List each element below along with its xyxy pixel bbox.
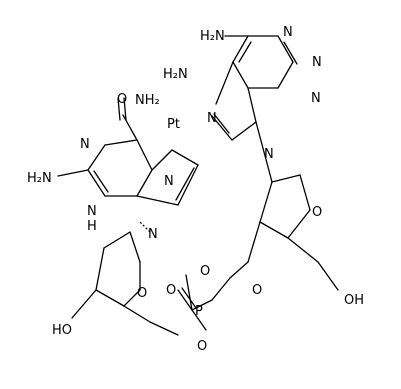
atom-n-adenine-left: N — [207, 111, 217, 126]
atom-n-adenine-bottom: N — [264, 147, 274, 162]
atom-nh-left: NH₂ — [135, 93, 160, 108]
atom-n-guanine-ring: N — [80, 137, 90, 152]
atom-n-imid: N — [148, 227, 158, 242]
atom-o-guanine: O — [117, 92, 127, 107]
atom-n-top-mid: N — [312, 55, 322, 70]
atom-oh-right: OH — [344, 293, 364, 308]
atom-p: P — [195, 304, 203, 319]
atom-n-top-right: N — [283, 25, 293, 40]
atom-o-ring-left: O — [137, 286, 147, 301]
atom-o-phos-right: O — [252, 283, 262, 298]
atom-n-adenine-right: N — [311, 91, 321, 106]
atom-o-ring-right: O — [312, 205, 322, 220]
atom-o-phos-dbl: O — [166, 283, 176, 298]
atom-o-phos-left: O — [197, 339, 207, 354]
bonds — [57, 35, 339, 336]
atom-n-guanine-right: N — [164, 174, 174, 189]
atom-ho-left: HO — [52, 323, 72, 338]
atom-o-minus: O — [200, 264, 210, 279]
atom-h2n-guanine: H₂N — [27, 171, 52, 186]
atom-labels: H₂N N N N H₂N O NH₂ Pt N N N H₂N N N H N… — [27, 25, 364, 354]
atom-h2n-mid: H₂N — [163, 67, 188, 82]
atom-pt: Pt — [167, 117, 180, 132]
atom-h2n-top: H₂N — [200, 29, 225, 44]
atom-h-guanine: H — [87, 219, 97, 234]
atom-hn-guanine: N — [87, 204, 97, 219]
